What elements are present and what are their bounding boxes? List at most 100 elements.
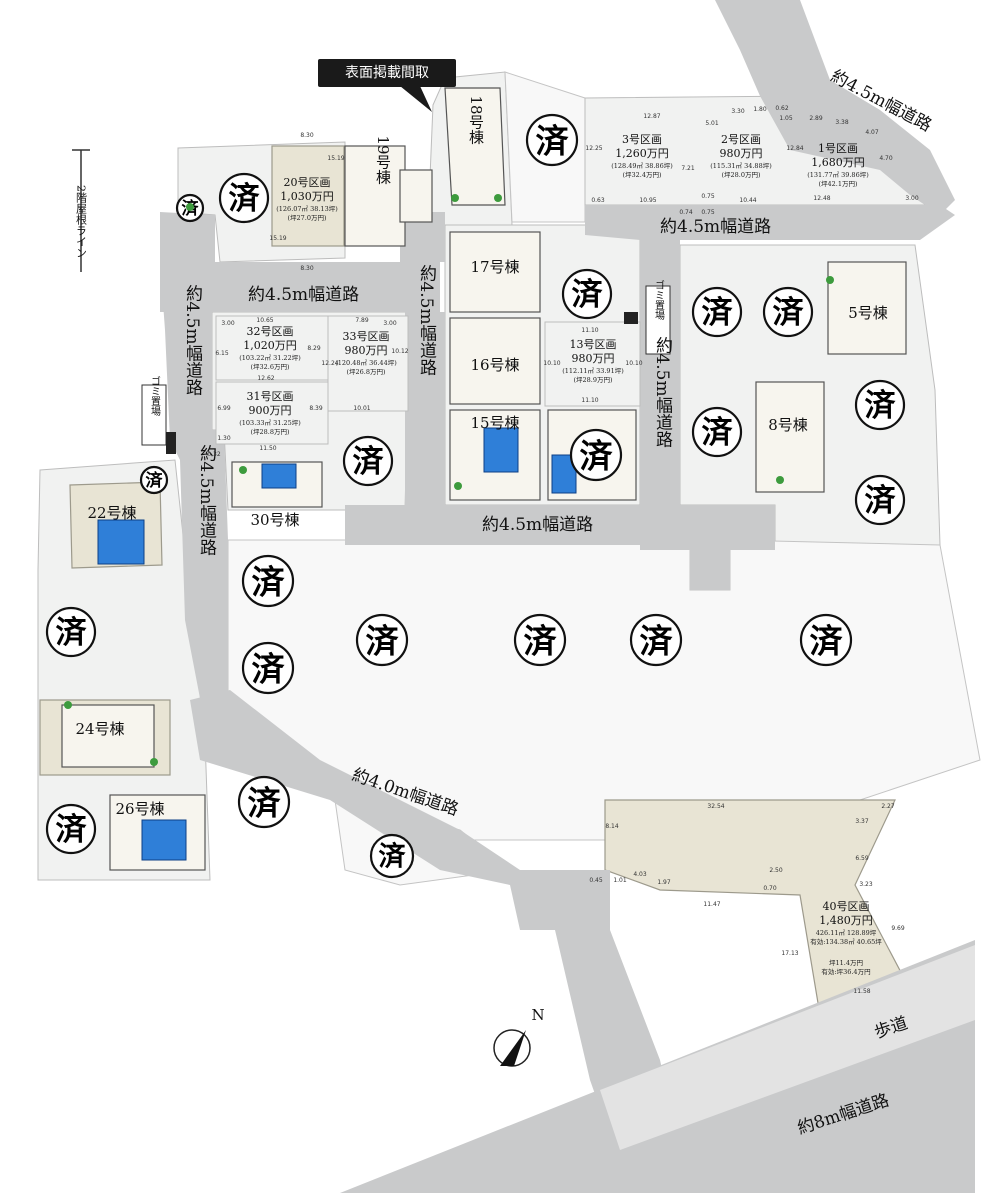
svg-text:(坪26.8万円): (坪26.8万円) (346, 368, 386, 376)
house-8[interactable] (755, 381, 825, 493)
road-label-vertical-center: 約4.5m幅道路 (416, 264, 437, 375)
svg-text:10.10: 10.10 (625, 360, 642, 367)
sold-marker-circle (854, 474, 906, 526)
svg-text:8.29: 8.29 (307, 345, 321, 352)
svg-text:12.62: 12.62 (257, 375, 274, 382)
sold-marker-circle (569, 428, 623, 482)
lot-label-40: 40号区画 1,480万円 426.11㎡ 128.89坪 有効:134.38㎡… (810, 900, 882, 976)
svg-text:(112.11㎡ 33.91坪): (112.11㎡ 33.91坪) (562, 366, 624, 375)
svg-text:5.01: 5.01 (705, 120, 719, 127)
house-18[interactable] (444, 87, 506, 206)
svg-text:15.19: 15.19 (269, 235, 286, 242)
svg-text:(126.07㎡ 38.13坪): (126.07㎡ 38.13坪) (276, 204, 338, 213)
svg-text:0.70: 0.70 (763, 885, 777, 892)
sold-marker-circle (241, 554, 295, 608)
sold-marker[interactable]: 済 (762, 286, 814, 338)
sold-marker-circle (561, 268, 613, 320)
sold-marker-circle (854, 379, 906, 431)
svg-text:(坪28.0万円): (坪28.0万円) (721, 171, 761, 179)
sold-marker[interactable]: 済 (569, 428, 623, 482)
svg-text:6.59: 6.59 (855, 855, 869, 862)
lot-label-20: 20号区画 1,030万円 (126.07㎡ 38.13坪) (坪27.0万円) (276, 176, 338, 222)
svg-text:(坪42.1万円): (坪42.1万円) (818, 180, 858, 188)
svg-text:12.84: 12.84 (786, 145, 803, 152)
solar-panel-22 (97, 519, 145, 565)
north-label: N (531, 1006, 544, 1024)
roof-line-legend: 2階屋根ライン (72, 149, 90, 272)
label-24: 24号棟 (75, 720, 124, 738)
svg-text:12.24: 12.24 (321, 360, 338, 367)
label-19: 19号棟 (374, 135, 392, 184)
sold-marker-text: 済 (353, 444, 385, 480)
svg-text:(120.48㎡ 36.44坪): (120.48㎡ 36.44坪) (335, 358, 397, 367)
sold-marker-circle (369, 833, 415, 879)
svg-text:10.12: 10.12 (391, 348, 408, 355)
sold-marker[interactable]: 済 (561, 268, 613, 320)
sold-marker[interactable]: 済 (854, 474, 906, 526)
sold-marker[interactable]: 済 (691, 406, 743, 458)
solar-panel-30 (261, 463, 297, 489)
sold-marker[interactable]: 済 (629, 613, 683, 667)
house-15[interactable] (449, 409, 541, 501)
svg-text:11.50: 11.50 (259, 445, 276, 452)
svg-text:10.10: 10.10 (543, 360, 560, 367)
house-19[interactable] (344, 145, 406, 247)
sold-marker-text: 済 (524, 622, 558, 661)
svg-text:1.97: 1.97 (657, 879, 671, 886)
sold-marker-text: 済 (536, 122, 570, 161)
svg-text:11.47: 11.47 (703, 901, 720, 908)
house-16[interactable] (449, 317, 541, 405)
sold-marker[interactable]: 済 (342, 435, 394, 487)
sold-marker[interactable]: 済 (854, 379, 906, 431)
sold-marker[interactable]: 済 (139, 465, 169, 495)
sold-marker[interactable]: 済 (369, 833, 415, 879)
sold-marker-circle (691, 406, 743, 458)
svg-text:10.65: 10.65 (256, 317, 273, 324)
svg-text:3.23: 3.23 (859, 881, 873, 888)
lot-20-outline (271, 145, 345, 247)
sold-marker-text: 済 (773, 295, 805, 331)
svg-text:(103.33㎡ 31.25坪): (103.33㎡ 31.25坪) (239, 418, 301, 427)
sold-marker[interactable]: 済 (45, 803, 97, 855)
svg-text:12.48: 12.48 (813, 195, 830, 202)
sold-marker-circle (762, 286, 814, 338)
sold-marker-text: 済 (252, 563, 286, 602)
house-17[interactable] (449, 231, 541, 313)
svg-text:12.87: 12.87 (643, 113, 660, 120)
svg-text:坪11.4万円: 坪11.4万円 (829, 959, 863, 967)
sold-marker[interactable]: 済 (241, 641, 295, 695)
roads (160, 0, 975, 1193)
sold-marker[interactable]: 済 (355, 613, 409, 667)
sold-marker[interactable]: 済 (691, 286, 743, 338)
svg-text:(坪32.4万円): (坪32.4万円) (622, 171, 662, 179)
svg-text:8.39: 8.39 (309, 405, 323, 412)
svg-text:20号区画: 20号区画 (284, 176, 331, 189)
sold-marker[interactable]: 済 (237, 775, 291, 829)
sold-marker-circle (218, 172, 270, 224)
svg-text:(131.77㎡ 39.86坪): (131.77㎡ 39.86坪) (807, 170, 869, 179)
svg-text:(坪32.6万円): (坪32.6万円) (250, 363, 290, 371)
house-24[interactable] (61, 704, 155, 768)
house-5[interactable] (827, 261, 907, 355)
road-label-vertical-east: 約4.5m幅道路 (652, 336, 673, 447)
sold-marker[interactable]: 済 (799, 613, 853, 667)
solar-panel-15 (483, 427, 519, 473)
lot-label-32: 32号区画 1,020万円 (103.22㎡ 31.22坪) (坪32.6万円) (239, 325, 301, 371)
sold-marker[interactable]: 済 (513, 613, 567, 667)
sold-marker-circle (525, 113, 579, 167)
svg-text:6.15: 6.15 (215, 350, 229, 357)
sold-marker[interactable]: 済 (45, 606, 97, 658)
label-15: 15号棟 (470, 414, 519, 432)
sold-marker-text: 済 (366, 622, 400, 661)
sold-marker[interactable]: 済 (241, 554, 295, 608)
sold-marker-text: 済 (580, 437, 614, 476)
svg-text:(128.49㎡ 38.86坪): (128.49㎡ 38.86坪) (611, 161, 673, 170)
north-arrow: N (493, 1006, 545, 1067)
svg-text:3号区画: 3号区画 (622, 133, 662, 146)
svg-text:3.00: 3.00 (905, 195, 919, 202)
svg-text:980万円: 980万円 (345, 344, 388, 357)
sold-marker[interactable]: 済 (525, 113, 579, 167)
svg-text:17.13: 17.13 (781, 950, 798, 957)
sold-marker[interactable]: 済 (218, 172, 270, 224)
